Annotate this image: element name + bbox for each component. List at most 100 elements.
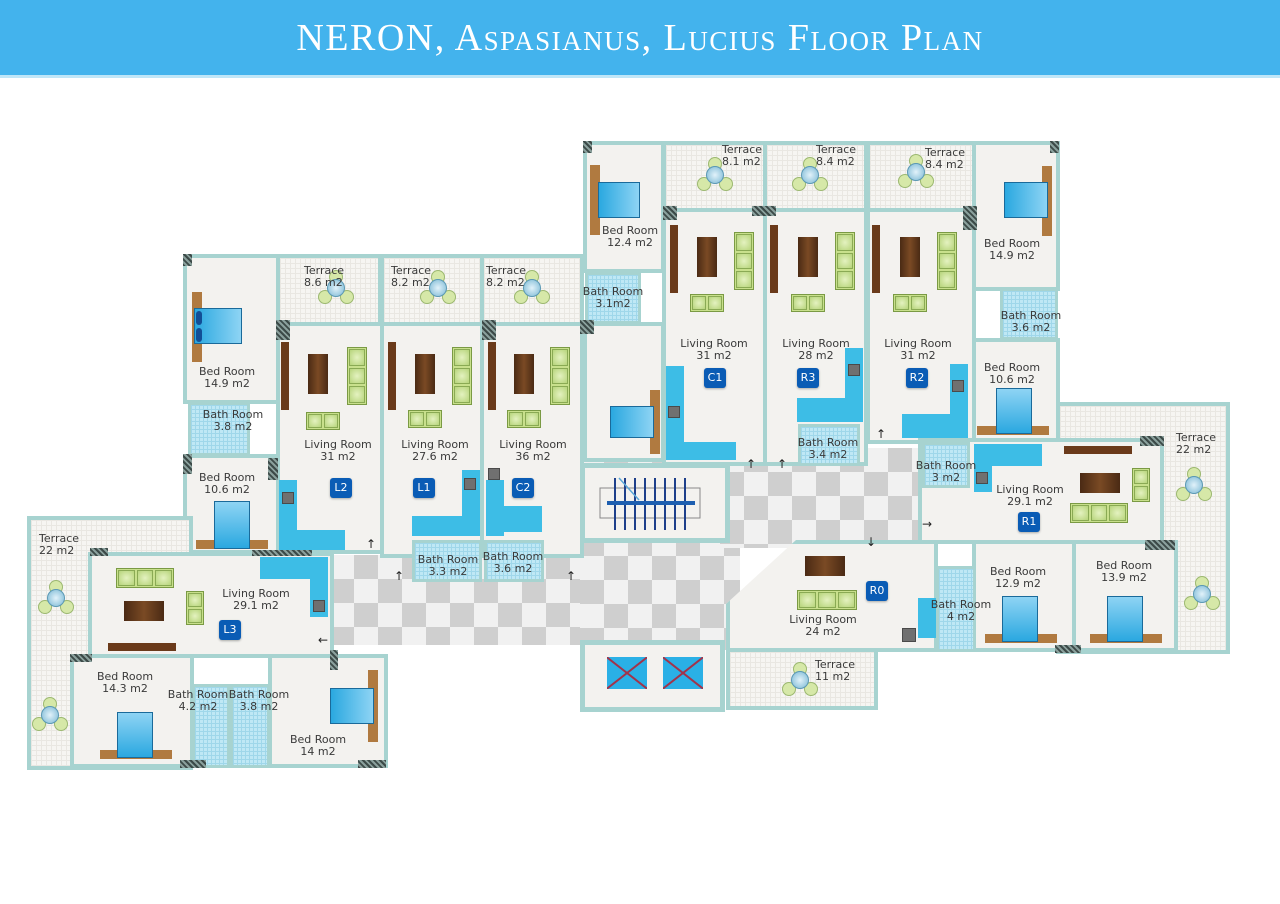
entry-arrow-icon: ↑: [746, 457, 757, 471]
sofa: [937, 232, 957, 290]
tv-unit: [108, 643, 176, 651]
pillar: [752, 206, 776, 216]
pillar: [70, 654, 92, 662]
unit-badge-r2: R2: [906, 368, 928, 388]
kitchen-counter: [260, 557, 326, 579]
r1-bathroom-tile: [922, 442, 970, 488]
bed-icon: [117, 712, 153, 758]
sofa: [408, 410, 442, 428]
tv-unit: [388, 342, 396, 410]
sink-icon: [488, 468, 500, 480]
l3-bathroom-2: [230, 684, 270, 768]
entry-arrow-icon: ↑: [566, 569, 577, 583]
pillar: [580, 320, 594, 334]
sofa: [116, 568, 174, 588]
tv-unit: [770, 225, 778, 293]
sink-icon: [464, 478, 476, 490]
bed-icon: [1002, 596, 1038, 642]
pillar: [252, 550, 312, 556]
pillar: [482, 320, 496, 340]
coffee-table: [697, 237, 717, 277]
sofa: [550, 347, 570, 405]
entry-arrow-icon: ↑: [876, 427, 887, 441]
pillar: [1145, 540, 1175, 550]
unit-badge-r0: R0: [866, 581, 888, 601]
kitchen-counter: [486, 506, 542, 532]
elevator-shaft: [580, 640, 725, 712]
nightstand: [650, 390, 660, 454]
c1-bathroom: [585, 272, 641, 324]
stairs-icon: [599, 477, 701, 530]
sofa: [835, 232, 855, 290]
coffee-table: [805, 556, 845, 576]
pillar: [183, 454, 192, 474]
sofa: [347, 347, 367, 405]
pillow: [196, 328, 202, 342]
sofa: [791, 294, 825, 312]
bed-icon: [610, 406, 654, 438]
pillar: [183, 254, 192, 266]
pillar: [583, 141, 592, 153]
sofa: [690, 294, 724, 312]
sink-icon: [282, 492, 294, 504]
outdoor-table-icon: [38, 580, 74, 616]
kitchen-counter: [950, 364, 968, 438]
kitchen-counter: [279, 530, 345, 550]
l3-bathroom-1: [192, 684, 230, 768]
entry-arrow-icon: →: [922, 517, 933, 531]
header-banner: NERON, Aspasianus, Lucius Floor Plan: [0, 0, 1280, 78]
tv-unit: [872, 225, 880, 293]
unit-badge-c1: C1: [704, 368, 726, 388]
bed-icon: [330, 688, 374, 724]
bed-icon: [1107, 596, 1143, 642]
bed-icon: [598, 182, 640, 218]
bed-icon: [1004, 182, 1048, 218]
kitchen-counter: [918, 598, 936, 638]
sink-icon: [313, 600, 325, 612]
unit-badge-r3: R3: [797, 368, 819, 388]
sink-icon: [668, 406, 680, 418]
outdoor-table-icon: [782, 662, 818, 698]
pillar: [663, 206, 677, 220]
outdoor-table-icon: [697, 157, 733, 193]
sofa: [1070, 503, 1128, 523]
pillar: [963, 206, 977, 230]
sofa: [186, 591, 204, 625]
pillar: [180, 760, 206, 768]
outdoor-table-icon: [318, 270, 354, 306]
c2-bathroom: [484, 540, 544, 582]
coffee-table: [798, 237, 818, 277]
r0-bathroom: [936, 566, 976, 652]
entry-arrow-icon: ↑: [777, 457, 788, 471]
outdoor-table-icon: [1176, 467, 1212, 503]
bed-icon: [194, 308, 242, 344]
pillar: [1140, 436, 1164, 446]
sofa: [1132, 468, 1150, 502]
sofa: [306, 412, 340, 430]
page-title: NERON, Aspasianus, Lucius Floor Plan: [296, 16, 984, 59]
pillar: [330, 650, 338, 670]
outdoor-table-icon: [420, 270, 456, 306]
sink-icon: [976, 472, 988, 484]
